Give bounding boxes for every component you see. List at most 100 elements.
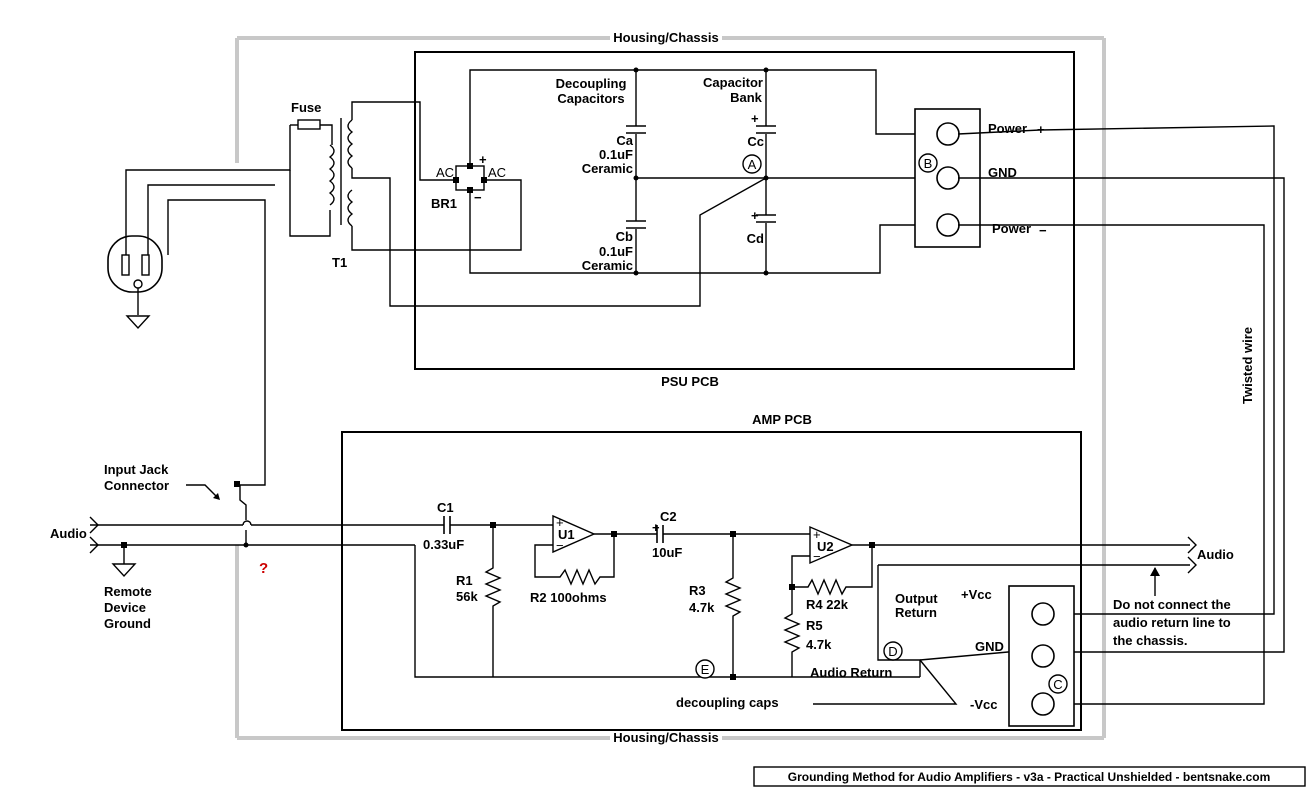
decoupling-capacitors-label-1: Decoupling: [556, 76, 627, 91]
psu-rails: [469, 69, 930, 280]
input-wiring: [89, 480, 920, 678]
capacitor-bank-label-1: Capacitor: [703, 75, 763, 90]
bridge-rectifier-br1: + −: [453, 152, 487, 205]
r4-label: R4 22k: [806, 597, 849, 612]
resistor-r1: [484, 525, 502, 677]
cc-label: Cc: [747, 134, 764, 149]
audio-return-label: Audio Return: [810, 665, 892, 680]
jack-dot-top: [234, 481, 240, 487]
vcc-minus-label: -Vcc: [970, 697, 997, 712]
capacitor-c1: [443, 516, 451, 534]
note-line-2: audio return line to: [1113, 615, 1231, 630]
jack-ground-junction: [243, 542, 249, 548]
decoupling-capacitors-label-2: Capacitors: [557, 91, 624, 106]
housing-label-bottom: Housing/Chassis: [613, 730, 718, 745]
r5-label: R5: [806, 618, 823, 633]
ca-label: Ca: [616, 133, 633, 148]
amp-pcb-label: AMP PCB: [752, 412, 812, 427]
remote-ground-label-3: Ground: [104, 616, 151, 631]
jack-dot-ground: [121, 542, 127, 548]
note-line-3: the chassis.: [1113, 633, 1187, 648]
ground-symbol-mains: [125, 315, 151, 330]
twisted-wire-label: Twisted wire: [1240, 327, 1255, 404]
node-e-marker: [695, 659, 715, 679]
svg-text:+: +: [751, 208, 759, 223]
node-d-label: D: [888, 644, 897, 659]
question-mark: ?: [259, 560, 268, 577]
power-minus-sign: −: [1039, 223, 1047, 238]
r1-value: 56k: [456, 589, 478, 604]
node-a-marker: [742, 154, 762, 174]
power-minus-label: Power: [992, 221, 1031, 236]
housing-chassis-outline: [235, 36, 1106, 740]
svg-text:−: −: [813, 549, 821, 564]
capacitor-bank-label-2: Bank: [730, 90, 763, 105]
cb-label: Cb: [616, 229, 633, 244]
c2-label: C2: [660, 509, 677, 524]
br1-ac-right-label: AC: [488, 165, 506, 180]
br1-label: BR1: [431, 196, 457, 211]
svg-text:+: +: [751, 111, 759, 126]
power-plus-label: Power: [988, 121, 1027, 136]
node-b-marker: [918, 153, 938, 173]
output-return-label-1: Output: [895, 591, 938, 606]
svg-text:−: −: [474, 190, 482, 205]
svg-text:+: +: [652, 520, 660, 535]
t1-label: T1: [332, 255, 347, 270]
capacitor-cc: +: [751, 111, 776, 134]
svg-text:+: +: [479, 152, 487, 167]
r5-value: 4.7k: [806, 637, 832, 652]
c1-label: C1: [437, 500, 454, 515]
resistor-r3: [724, 534, 742, 677]
audio-out-label: Audio: [1197, 547, 1234, 562]
gnd-psu-label: GND: [988, 165, 1017, 180]
node-b-label: B: [924, 156, 933, 171]
r2-label: R2 100ohms: [530, 590, 607, 605]
c1-value: 0.33uF: [423, 537, 464, 552]
output-lines: [813, 536, 1197, 705]
r3-value: 4.7k: [689, 600, 715, 615]
r1-label: R1: [456, 573, 473, 588]
input-jack-label-1: Input Jack: [104, 462, 169, 477]
c2-value: 10uF: [652, 545, 682, 560]
capacitor-ca: [626, 125, 646, 134]
node-d-marker: [883, 641, 903, 661]
opamp-u2: + −: [809, 525, 854, 565]
u1-feedback: [534, 534, 615, 586]
capacitor-cd: +: [751, 208, 776, 223]
note-line-1: Do not connect the: [1113, 597, 1231, 612]
housing-label-top: Housing/Chassis: [613, 30, 718, 45]
vcc-plus-label: +Vcc: [961, 587, 992, 602]
remote-ground-label-1: Remote: [104, 584, 152, 599]
ca-value: 0.1uF: [599, 147, 633, 162]
input-jack-label-2: Connector: [104, 478, 169, 493]
ca-type: Ceramic: [582, 161, 633, 176]
node-e-label: E: [701, 662, 710, 677]
audio-in-label: Audio: [50, 526, 87, 541]
psu-junction-dots: [633, 67, 769, 276]
footer-title: Grounding Method for Audio Amplifiers - …: [788, 770, 1271, 784]
node-c-marker: [1048, 674, 1068, 694]
cb-type: Ceramic: [582, 258, 633, 273]
capacitor-cb: [626, 220, 646, 229]
node-c-label: C: [1053, 677, 1062, 692]
transformer-t1: [328, 101, 701, 307]
cb-value: 0.1uF: [599, 244, 633, 259]
r3-label: R3: [689, 583, 706, 598]
fuse-label: Fuse: [291, 100, 321, 115]
psu-pcb-label: PSU PCB: [661, 374, 719, 389]
svg-text:+: +: [556, 515, 564, 530]
input-jack-pointer: [186, 484, 219, 499]
mains-wiring: [125, 124, 333, 480]
u1-label: U1: [558, 527, 575, 542]
input-jack-pointer-head: [213, 493, 220, 500]
fuse-symbol: [297, 119, 321, 130]
output-return-label-2: Return: [895, 605, 937, 620]
svg-text:+: +: [813, 527, 821, 542]
resistor-r5: [783, 587, 801, 677]
gnd-amp-label: GND: [975, 639, 1004, 654]
remote-ground-label-2: Device: [104, 600, 146, 615]
node-a-label: A: [748, 157, 757, 172]
svg-text:−: −: [556, 538, 564, 553]
u2-label: U2: [817, 539, 834, 554]
